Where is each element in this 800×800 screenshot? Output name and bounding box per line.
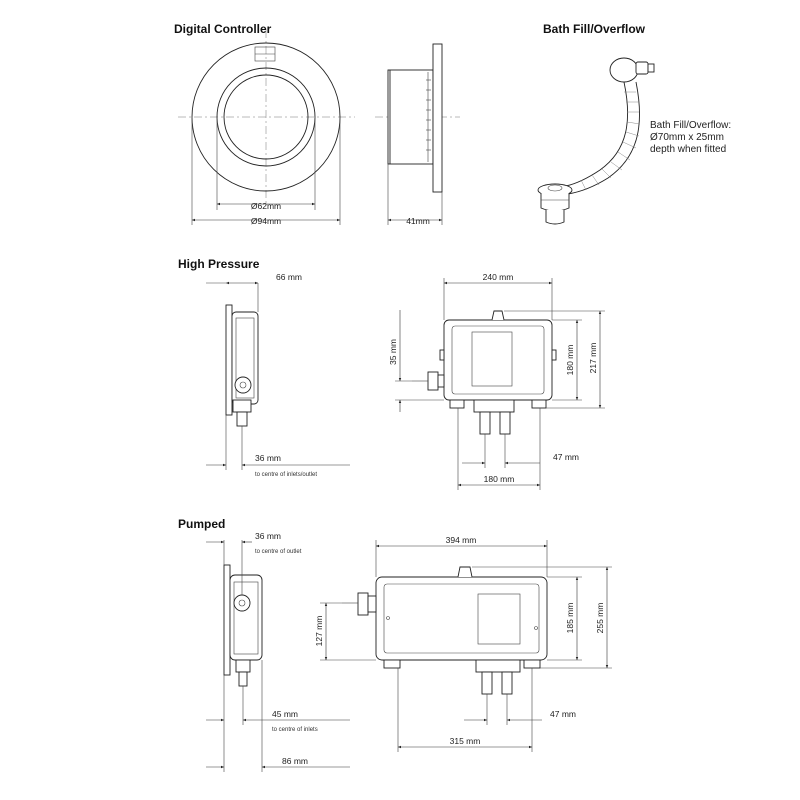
hp-outlet-offset-label: 47 mm <box>553 452 579 462</box>
hp-inlet-height-label: 35 mm <box>388 339 398 365</box>
pumped-outlet-note: to centre of outlet <box>255 549 302 555</box>
hp-inlet-offset-label: 36 mm <box>255 453 281 463</box>
pumped-inlet-note: to centre of inlets <box>272 727 318 733</box>
high-pressure-front-view <box>412 310 557 435</box>
hp-inlet-note: to centre of inlets/outlet <box>255 472 317 478</box>
bath-fill-callout-line-2: Ø70mm x 25mm <box>650 132 724 143</box>
high-pressure-section: High Pressure 66 mm 36 mm to centre of i… <box>178 257 605 490</box>
pumped-side-depth-label: 86 mm <box>282 756 308 766</box>
pumped-body-height-label: 185 mm <box>565 603 575 634</box>
hp-inlet-spacing-label: 180 mm <box>484 474 515 484</box>
controller-inner-diameter-label: Ø62mm <box>251 201 281 211</box>
bath-fill-illustration <box>537 57 655 225</box>
controller-front-view <box>178 30 355 205</box>
pumped-inlet-height-label: 127 mm <box>314 616 324 647</box>
pumped-outlet-right-label: 47 mm <box>550 709 576 719</box>
pumped-inlet-spacing-label: 315 mm <box>450 736 481 746</box>
high-pressure-side-view <box>225 304 259 436</box>
pumped-inlet-offset-label: 45 mm <box>272 709 298 719</box>
pumped-outlet-offset-label: 36 mm <box>255 531 281 541</box>
digital-controller-section: Digital Controller Ø62mm Ø94mm <box>174 22 460 226</box>
controller-depth-label: 41mm <box>406 216 430 226</box>
high-pressure-title: High Pressure <box>178 257 260 271</box>
hp-total-height-label: 217 mm <box>588 343 598 374</box>
pumped-front-view <box>342 566 548 695</box>
digital-controller-title: Digital Controller <box>174 22 272 36</box>
pumped-title: Pumped <box>178 517 225 531</box>
bath-fill-callout-line-3: depth when fitted <box>650 144 726 155</box>
bath-fill-section: Bath Fill/Overflow Bath Fil <box>537 22 731 225</box>
pumped-width-label: 394 mm <box>446 535 477 545</box>
controller-side-view <box>375 43 460 193</box>
bath-fill-title: Bath Fill/Overflow <box>543 22 646 36</box>
hp-width-label: 240 mm <box>483 272 514 282</box>
hp-body-height-label: 180 mm <box>565 345 575 376</box>
pumped-side-view <box>223 564 263 698</box>
hp-side-depth-label: 66 mm <box>276 272 302 282</box>
bath-fill-callout-line-1: Bath Fill/Overflow: <box>650 120 731 131</box>
controller-outer-diameter-label: Ø94mm <box>251 216 281 226</box>
pumped-total-height-label: 255 mm <box>595 603 605 634</box>
pumped-section: Pumped 36 mm to centre of outlet 45 mm t… <box>178 517 612 772</box>
